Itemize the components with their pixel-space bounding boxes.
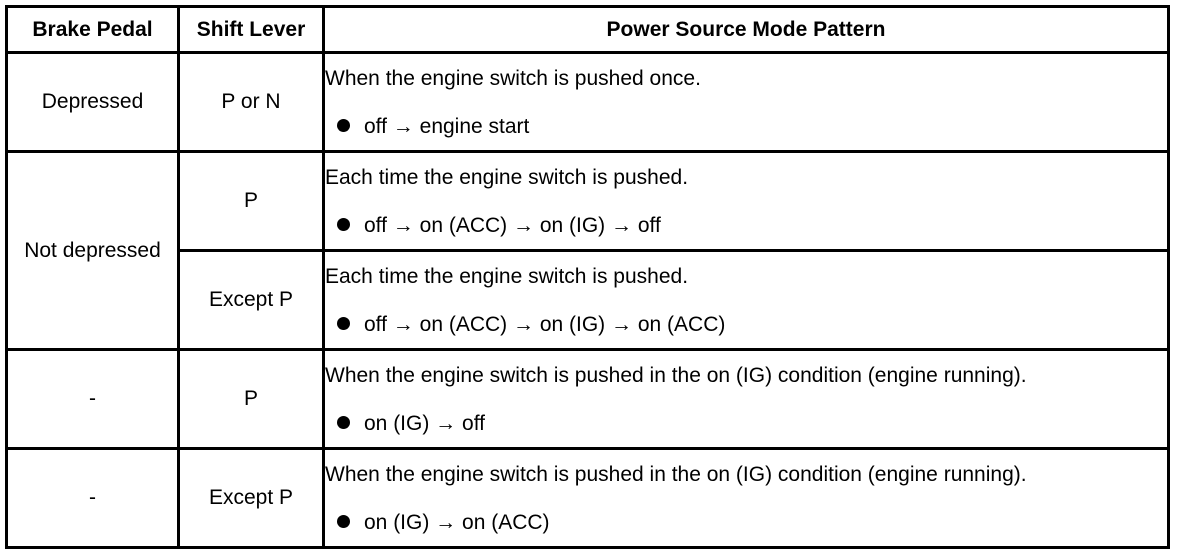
- brake-pedal-cell: Depressed: [5, 51, 180, 153]
- brake-pedal-cell: -: [5, 447, 180, 549]
- table-row: Except P Each time the engine switch is …: [7, 249, 1170, 351]
- header-row: Brake Pedal Shift Lever Power Source Mod…: [5, 5, 1170, 54]
- brake-pedal-cell: -: [5, 348, 180, 450]
- shift-lever-cell: P: [177, 348, 325, 450]
- condition-text: Each time the engine switch is pushed.: [325, 166, 689, 189]
- bullet-icon: [337, 514, 350, 528]
- bullet-icon: [337, 415, 350, 429]
- bullet-icon: [337, 118, 350, 132]
- pattern-text: off → on (ACC) → on (IG) → on (ACC): [364, 313, 726, 336]
- condition-text: Each time the engine switch is pushed.: [325, 265, 689, 288]
- shift-lever-cell: Except P: [177, 249, 325, 351]
- pattern-item: off → engine start: [325, 104, 1167, 150]
- shift-lever-cell: P: [177, 150, 325, 252]
- bullet-icon: [337, 217, 350, 231]
- table-row: - Except P When the engine switch is pus…: [5, 447, 1170, 549]
- shift-lever-cell: P or N: [177, 51, 325, 153]
- pattern-text: on (IG) → off: [364, 412, 485, 435]
- pattern-item: on (IG) → on (ACC): [325, 500, 1167, 546]
- pattern-cell: When the engine switch is pushed once. o…: [322, 51, 1170, 153]
- condition-text: When the engine switch is pushed in the …: [325, 463, 1027, 486]
- condition-text: When the engine switch is pushed in the …: [325, 364, 1027, 387]
- table-row: Depressed P or N When the engine switch …: [5, 51, 1170, 153]
- table-row: Not depressed P Each time the engine swi…: [5, 150, 1170, 351]
- pattern-item: off → on (ACC) → on (IG) → on (ACC): [325, 302, 1167, 348]
- pattern-text: off → on (ACC) → on (IG) → off: [364, 214, 661, 237]
- brake-pedal-cell: Not depressed: [5, 150, 180, 351]
- header-shift-lever: Shift Lever: [177, 5, 325, 54]
- table-row: - P When the engine switch is pushed in …: [5, 348, 1170, 450]
- pattern-item: off → on (ACC) → on (IG) → off: [325, 203, 1167, 249]
- pattern-cell: Each time the engine switch is pushed. o…: [322, 249, 1170, 351]
- pattern-cell: When the engine switch is pushed in the …: [322, 447, 1170, 549]
- pattern-text: on (IG) → on (ACC): [364, 511, 550, 534]
- shift-lever-cell: Except P: [177, 447, 325, 549]
- header-power-source-mode-pattern: Power Source Mode Pattern: [322, 5, 1170, 54]
- pattern-cell: When the engine switch is pushed in the …: [322, 348, 1170, 450]
- bullet-icon: [337, 316, 350, 330]
- pattern-text: off → engine start: [364, 115, 530, 138]
- power-source-mode-table: Brake Pedal Shift Lever Power Source Mod…: [5, 5, 1170, 549]
- condition-text: When the engine switch is pushed once.: [325, 67, 701, 90]
- pattern-item: on (IG) → off: [325, 401, 1167, 447]
- pattern-cell: Each time the engine switch is pushed. o…: [322, 150, 1170, 252]
- header-brake-pedal: Brake Pedal: [5, 5, 180, 54]
